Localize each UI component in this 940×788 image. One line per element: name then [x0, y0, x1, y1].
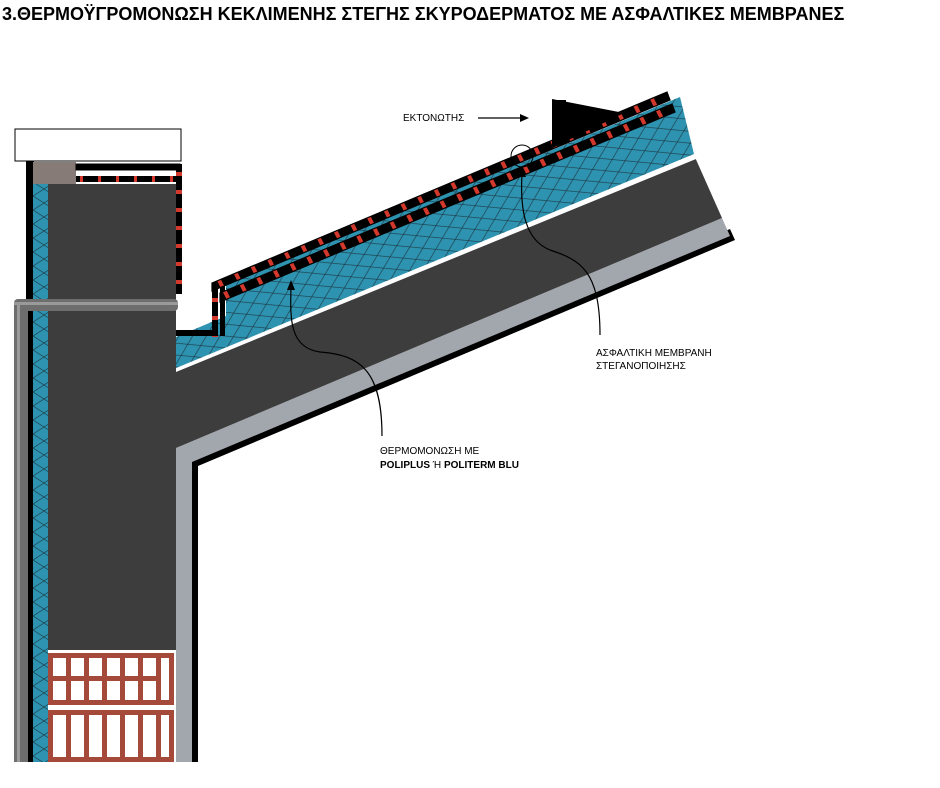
- vent-cap: [552, 99, 624, 148]
- vent-body: [552, 100, 566, 148]
- brick-course-lower: [48, 710, 174, 762]
- membrane-leader: [521, 173, 601, 336]
- vertical-pipe: [14, 305, 28, 762]
- vent-arrowhead: [520, 114, 529, 122]
- wall-insulation-hatch: [33, 184, 48, 762]
- insulation-label-1: ΘΕΡΜΟΜΟΝΩΣΗ ΜΕ: [380, 446, 480, 457]
- wall: [14, 128, 182, 762]
- product-politerm-blu: POLITERM BLU: [444, 460, 519, 471]
- roof-insulation-hatch: [176, 97, 694, 368]
- insulation-leader: [290, 287, 383, 437]
- vent-label: ΕΚΤΟΝΩΤΗΣ: [403, 113, 464, 124]
- upstand-membrane-2: [220, 286, 225, 336]
- parapet-membrane: [176, 164, 182, 294]
- membrane-arrowhead: [518, 167, 526, 177]
- product-or: Ή: [430, 460, 444, 471]
- wall-top-membrane-a: [76, 164, 180, 170]
- insulation-arrowhead: [287, 280, 295, 290]
- upstand-membrane-1: [212, 283, 218, 337]
- diagram-title: 3.ΘΕΡΜΟΫΓΡΟΜΟΝΩΣΗ ΚΕΚΛΙΜΕΝΗΣ ΣΤΕΓΗΣ ΣΚΥΡ…: [2, 4, 845, 24]
- wall-concrete: [48, 184, 176, 650]
- wall-top-membrane-b: [76, 176, 180, 182]
- slab-concrete: [176, 155, 722, 650]
- membrane-label-2: ΣΤΕΓΑΝΟΠΟΙΗΣΗΣ: [596, 361, 686, 372]
- coping-block: [33, 162, 76, 184]
- roof-membrane-second: [220, 104, 675, 302]
- insulation-label-2: POLIPLUS Ή POLITERM BLU: [380, 460, 519, 471]
- membrane-label-1: ΑΣΦΑΛΤΙΚΗ ΜΕΜΒΡΑΝΗ: [596, 348, 712, 359]
- slab-separator: [176, 154, 696, 372]
- annotations: ΕΚΤΟΝΩΤΗΣ ΑΣΦΑΛΤΙΚΗ ΜΕΜΒΡΑΝΗ ΣΤΕΓΑΝΟΠΟΙΗ…: [287, 113, 712, 471]
- wall-outer-membrane: [26, 160, 34, 762]
- wall-cap: [14, 128, 182, 162]
- brick-course-upper: [48, 653, 174, 705]
- product-poliplus: POLIPLUS: [380, 460, 430, 471]
- roof-slab: [176, 91, 735, 762]
